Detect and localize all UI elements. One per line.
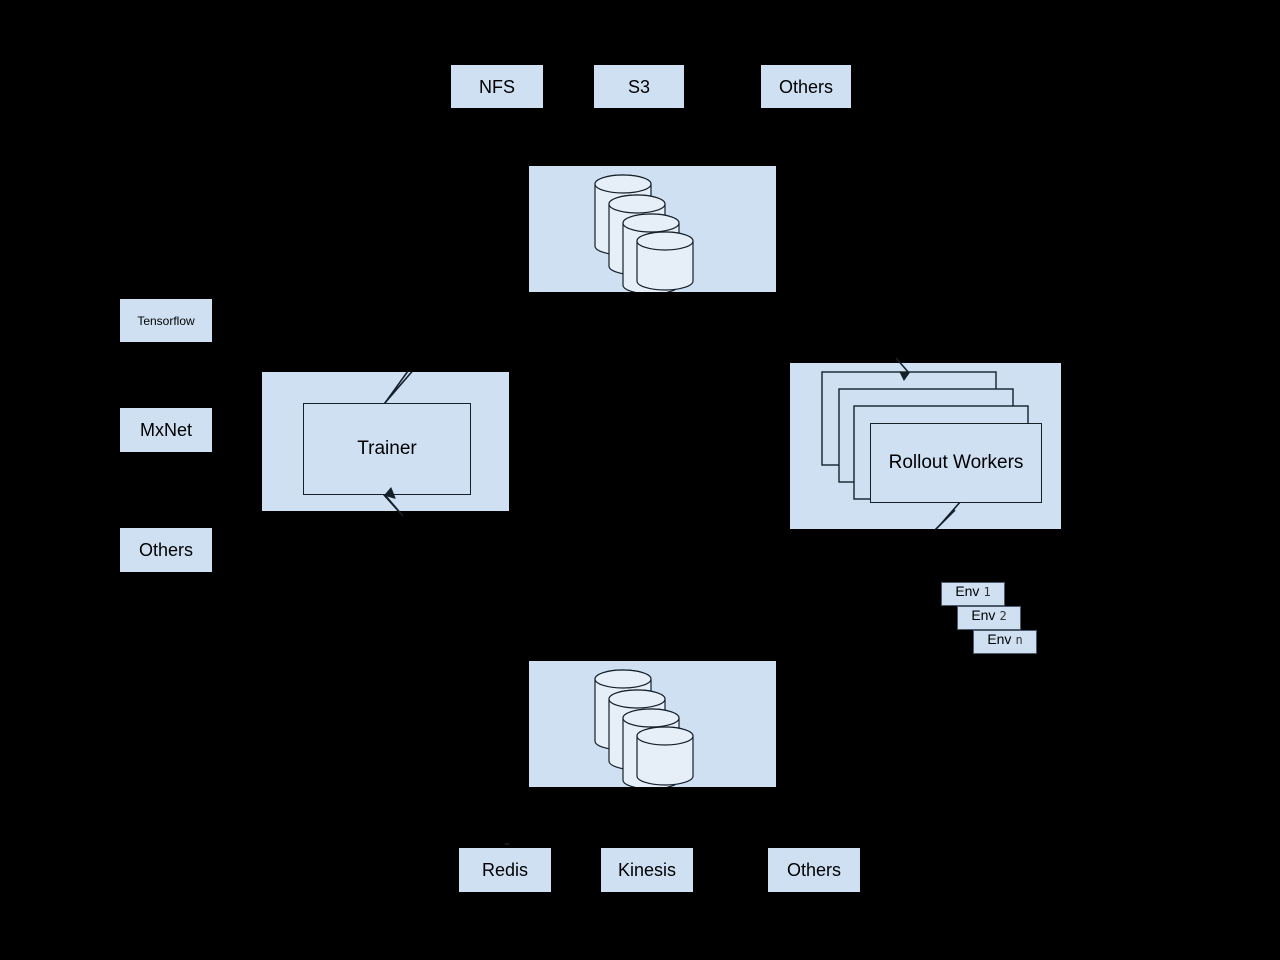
queue-backend-others[interactable]: Others: [768, 848, 860, 892]
rollout-workers-label: Rollout Workers: [888, 452, 1024, 473]
queue-backend-kinesis[interactable]: Kinesis: [601, 848, 693, 892]
framework-tensorflow-label: Tensorflow: [137, 313, 195, 328]
experience-store-cylinders: [594, 669, 694, 787]
queue-backend-kinesis-label: Kinesis: [617, 860, 677, 880]
storage-backend-s3-label: S3: [627, 76, 651, 97]
env-box-1-name: Env: [955, 583, 980, 599]
trainer-box[interactable]: Trainer: [303, 403, 471, 495]
framework-mxnet-label: MxNet: [139, 420, 192, 440]
trainer-label: Trainer: [357, 438, 417, 459]
framework-others[interactable]: Others: [120, 528, 212, 572]
queue-backend-redis-label: Redis: [481, 860, 529, 880]
experience-store-panel: [529, 661, 776, 787]
env-box-2[interactable]: Env 2: [957, 606, 1021, 630]
queue-backend-redis[interactable]: Redis: [459, 848, 551, 892]
env-box-n-name: Env: [987, 631, 1012, 647]
env-box-1[interactable]: Env 1: [941, 582, 1005, 606]
storage-backend-nfs-label: NFS: [479, 76, 515, 97]
framework-others-label: Others: [138, 540, 194, 560]
framework-mxnet[interactable]: MxNet: [120, 408, 212, 452]
env-box-n[interactable]: Env n: [973, 630, 1037, 654]
storage-backend-others[interactable]: Others: [761, 65, 851, 108]
trainer-panel: Trainer: [262, 372, 509, 511]
storage-backend-nfs[interactable]: NFS: [451, 65, 543, 108]
model-store-cylinders: [594, 174, 694, 292]
model-store-panel: [529, 166, 776, 292]
queue-backend-others-label: Others: [786, 860, 842, 880]
storage-backend-others-label: Others: [778, 76, 834, 97]
env-box-2-index: 2: [999, 609, 1007, 623]
render-artifact-speck: [505, 843, 509, 845]
framework-tensorflow[interactable]: Tensorflow: [120, 299, 212, 342]
storage-backend-s3[interactable]: S3: [594, 65, 684, 108]
env-box-n-index: n: [1015, 633, 1023, 647]
rollout-workers-panel: Rollout Workers: [790, 363, 1061, 529]
rollout-workers-box[interactable]: Rollout Workers: [870, 423, 1042, 503]
env-box-1-index: 1: [983, 585, 991, 599]
env-box-2-name: Env: [971, 607, 996, 623]
